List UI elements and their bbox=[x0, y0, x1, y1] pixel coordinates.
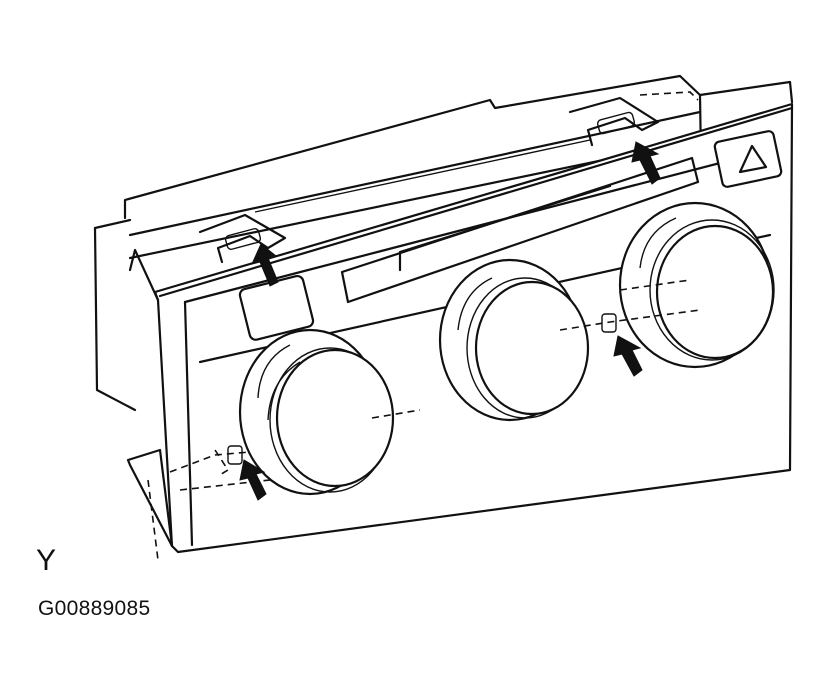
right-knob bbox=[618, 201, 775, 369]
side-slots bbox=[227, 313, 617, 465]
hidden-latch-lines bbox=[147, 279, 701, 561]
top-left-clip bbox=[198, 213, 287, 264]
arrow-top-left bbox=[251, 243, 279, 287]
display-window bbox=[340, 156, 700, 304]
left-knob bbox=[238, 328, 395, 496]
arrow-left-lower bbox=[239, 459, 267, 501]
figure-code: G00889085 bbox=[38, 597, 151, 620]
top-right-clip bbox=[568, 96, 660, 147]
view-label: Y bbox=[36, 544, 57, 577]
arrow-top-right bbox=[631, 141, 661, 185]
arrow-right-lower bbox=[613, 335, 643, 377]
center-knob bbox=[438, 258, 590, 422]
hazard-button bbox=[713, 130, 783, 188]
